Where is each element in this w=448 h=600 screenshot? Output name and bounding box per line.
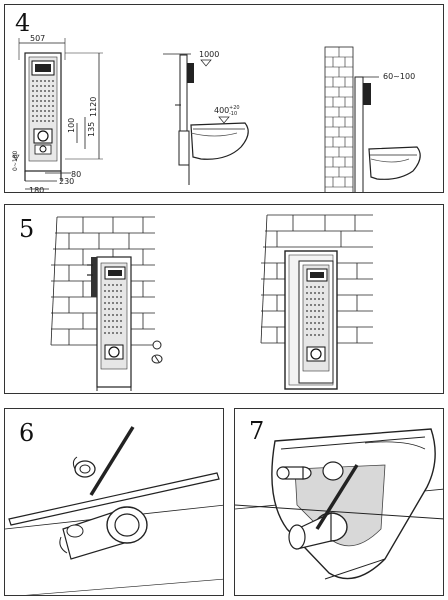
dim-80: 80 bbox=[71, 170, 81, 179]
frame-install-right-drawing bbox=[260, 214, 373, 390]
toilet-mounting-drawing bbox=[235, 428, 443, 580]
dim-400-tol-minus: -10 bbox=[229, 111, 237, 117]
dim-507: 507 bbox=[30, 34, 45, 43]
side-view-drawing: 1000 400 +20 -10 bbox=[163, 50, 249, 185]
panel-step-6: 6 bbox=[4, 408, 224, 596]
step-number-6: 6 bbox=[19, 419, 35, 447]
panel-step-4: 4 507 bbox=[4, 4, 444, 193]
dim-180: 180 bbox=[29, 186, 44, 193]
dim-230: 230 bbox=[59, 177, 74, 186]
panel-step-5: 5 bbox=[4, 204, 444, 394]
dim-1000: 1000 bbox=[199, 50, 219, 59]
dim-0-180: 0~180 bbox=[12, 151, 19, 171]
step-number-5: 5 bbox=[19, 215, 35, 243]
dim-1120: 1120 bbox=[89, 97, 98, 117]
wall-install-drawing: 60~100 bbox=[324, 46, 421, 192]
dim-100: 100 bbox=[67, 118, 76, 133]
pipe-cutting-drawing bbox=[5, 426, 223, 595]
dim-60-100: 60~100 bbox=[383, 72, 415, 81]
panel-step-7: 7 bbox=[234, 408, 444, 596]
frame-dimension-drawing: 507 1120 100 bbox=[12, 34, 103, 193]
dim-400-tol-plus: +20 bbox=[229, 105, 240, 111]
frame-install-left-drawing bbox=[50, 216, 163, 391]
step-number-4: 4 bbox=[15, 9, 31, 37]
dim-135: 135 bbox=[87, 122, 96, 137]
step-number-7: 7 bbox=[249, 417, 265, 445]
dim-400: 400 bbox=[214, 106, 229, 115]
